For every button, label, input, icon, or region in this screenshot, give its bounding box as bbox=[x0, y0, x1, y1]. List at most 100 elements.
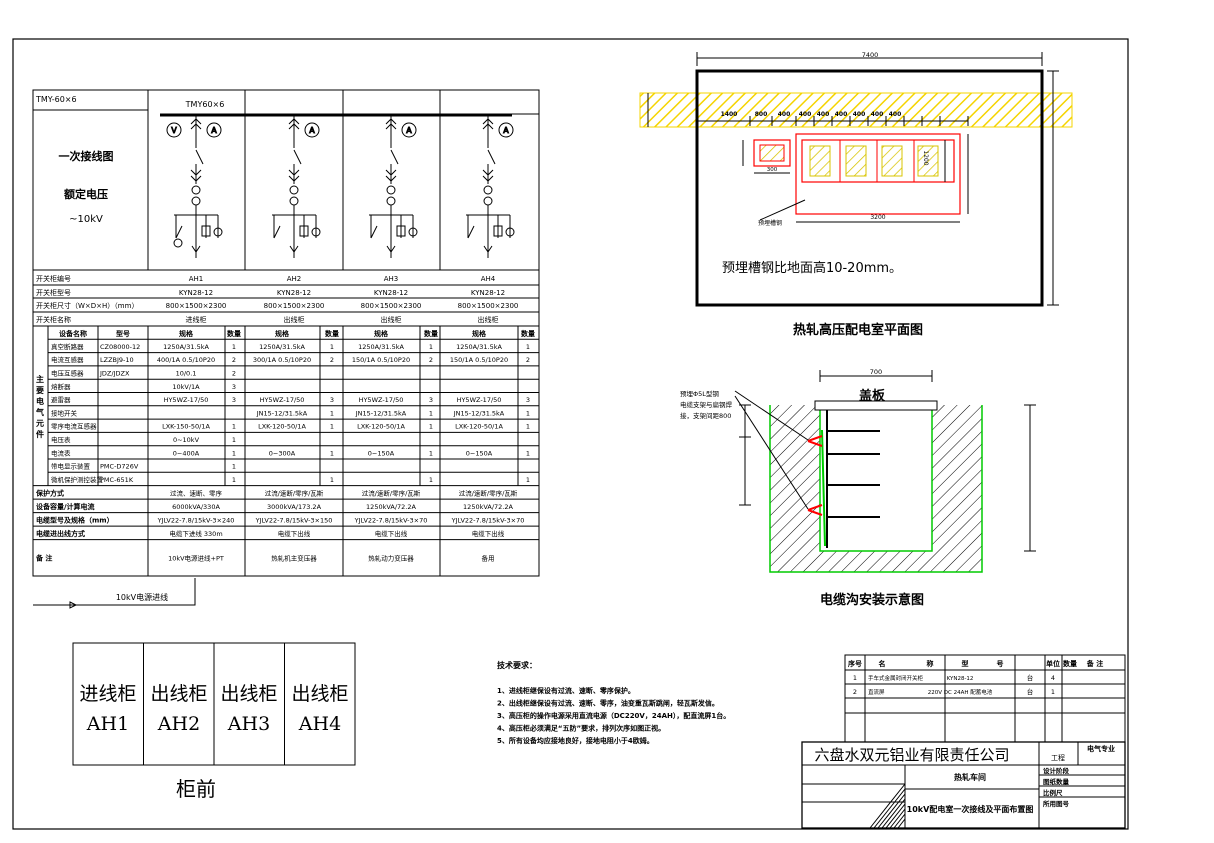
component-spec: JN15-12/31.5kA bbox=[256, 409, 308, 417]
cabinet-size: 800×1500×2300 bbox=[264, 302, 325, 310]
title-field: 设计阶段 bbox=[1043, 766, 1070, 775]
pt-symbol bbox=[173, 238, 183, 248]
ct-symbol bbox=[483, 196, 493, 206]
component-spec: 150/1A 0.5/10P20 bbox=[450, 356, 508, 364]
bom-header: 型 bbox=[962, 659, 969, 668]
cable-head bbox=[289, 245, 299, 253]
component-qty: 1 bbox=[526, 409, 530, 417]
bom-header: 名 bbox=[879, 659, 886, 668]
bom-cell: KYN28-12 bbox=[947, 676, 974, 682]
cable-head bbox=[191, 245, 201, 253]
component-qty: 2 bbox=[232, 369, 236, 377]
bottom-row-value: 10kV电源进线+PT bbox=[168, 554, 224, 563]
tech-item: 2、出线柜继保设有过流、速断、零序，油变重瓦斯跳闸，轻瓦斯发信。 bbox=[497, 699, 719, 708]
title-field: 所用图号 bbox=[1043, 799, 1070, 808]
ct-symbol bbox=[191, 185, 201, 195]
plug-symbol bbox=[190, 118, 202, 130]
component-spec: HY5WZ-17/50 bbox=[260, 396, 305, 404]
side-label-char: 元 bbox=[36, 419, 44, 428]
tech-item: 1、进线柜继保设有过流、速断、零序保护。 bbox=[497, 686, 635, 695]
cabinet-symbol-2: A bbox=[272, 115, 321, 258]
cabinet-name: 进线柜 bbox=[186, 315, 207, 324]
rated-voltage-value: ~10kV bbox=[69, 214, 103, 225]
component-spec: LXK-120-50/1A bbox=[357, 423, 405, 431]
comp-header: 数量 bbox=[521, 329, 535, 338]
project-label: 工程 bbox=[1051, 753, 1065, 762]
component-name: 避雷器 bbox=[51, 395, 71, 404]
bom-header: 序号 bbox=[847, 659, 862, 668]
cabinet-model: KYN28-12 bbox=[277, 289, 311, 297]
comp-header: 规格 bbox=[179, 329, 194, 338]
front-cabinet-name: 进线柜 bbox=[79, 683, 136, 705]
comp-header: 规格 bbox=[275, 329, 290, 338]
trench-note: 接，支架间距800 bbox=[680, 411, 731, 420]
arrester-symbol bbox=[201, 225, 211, 237]
breaker-blade bbox=[195, 149, 204, 165]
cabinet-model: KYN28-12 bbox=[471, 289, 505, 297]
row-label: 开关柜编号 bbox=[36, 274, 71, 283]
plan-dim: 1400 bbox=[721, 111, 738, 118]
component-spec: JN15-12/31.5kA bbox=[355, 409, 407, 417]
cabinet-model: KYN28-12 bbox=[374, 289, 408, 297]
bottom-row-value: YJLV22-7.8/15kV-3×70 bbox=[451, 516, 525, 524]
cabinet-symbol-3: A bbox=[369, 115, 418, 258]
component-qty: 2 bbox=[330, 356, 334, 364]
plan-dim: 1200 bbox=[922, 150, 929, 165]
cabinet-front-view bbox=[72, 642, 356, 766]
side-label-char: 要 bbox=[36, 386, 44, 395]
busbar-label: TMY-60×6 bbox=[35, 95, 77, 104]
plan-room-outline bbox=[695, 69, 1044, 307]
indicator-symbol bbox=[505, 227, 515, 237]
row-label: 开关柜尺寸（W×D×H）（mm） bbox=[36, 301, 138, 310]
side-label-char: 电 bbox=[36, 396, 44, 406]
component-qty: 1 bbox=[232, 423, 236, 431]
cabinet-id: AH3 bbox=[384, 275, 399, 283]
component-qty: 2 bbox=[232, 356, 236, 364]
tech-item: 3、高压柜的操作电源采用直流电源（DC220V，24AH），配直流屏1台。 bbox=[497, 711, 730, 720]
cable-head bbox=[386, 245, 396, 253]
component-spec: LXK-120-50/1A bbox=[455, 423, 503, 431]
comp-header: 设备名称 bbox=[59, 329, 87, 338]
component-qty: 3 bbox=[232, 396, 236, 404]
comp-header: 型号 bbox=[116, 329, 130, 338]
bottom-row-value: 3000kVA/173.2A bbox=[267, 503, 322, 511]
cabinet-symbol-1: AV bbox=[166, 115, 223, 258]
breaker-blade bbox=[293, 149, 302, 165]
ammeter-letter: A bbox=[503, 126, 509, 135]
plan-caption: 热轧高压配电室平面图 bbox=[793, 322, 923, 338]
front-cabinet-id: AH2 bbox=[157, 713, 200, 735]
component-name: 真空断路器 bbox=[51, 342, 84, 351]
tech-item: 5、所有设备均应接地良好，接地电阻小于4欧姆。 bbox=[497, 736, 654, 745]
component-spec: 400/1A 0.5/10P20 bbox=[157, 356, 215, 364]
component-qty: 1 bbox=[330, 476, 334, 484]
incoming-line bbox=[33, 578, 196, 609]
bottom-row-value: 过流、速断、零序 bbox=[170, 488, 223, 497]
trench-note: 电缆支架与扁钢焊 bbox=[680, 400, 733, 409]
bottom-row-label: 电缆进出线方式 bbox=[36, 529, 85, 538]
breaker-blade bbox=[390, 149, 399, 165]
cabinet-size: 800×1500×2300 bbox=[166, 302, 227, 310]
bom-cell: 1 bbox=[1051, 688, 1055, 696]
component-qty: 3 bbox=[232, 383, 236, 391]
component-qty: 3 bbox=[429, 396, 433, 404]
title-hatch bbox=[869, 783, 906, 829]
plan-dim: 400 bbox=[889, 111, 902, 118]
row-label: 开关柜名称 bbox=[36, 315, 71, 324]
bottom-row-value: 热轧机主变压器 bbox=[271, 554, 317, 563]
ct-symbol bbox=[386, 185, 396, 195]
component-qty: 2 bbox=[429, 356, 433, 364]
bottom-row-value: 6000kVA/330A bbox=[172, 503, 220, 511]
plan-dim: 800 bbox=[755, 111, 768, 118]
comp-header: 规格 bbox=[472, 329, 487, 338]
ammeter-symbol bbox=[206, 122, 222, 138]
component-qty: 1 bbox=[232, 343, 236, 351]
component-name: 熔断器 bbox=[51, 382, 71, 391]
component-name: 接地开关 bbox=[51, 408, 78, 417]
plan-dim: 300 bbox=[767, 167, 778, 173]
busbar-top-label: TMY60×6 bbox=[185, 100, 225, 109]
component-name: 电流互感器 bbox=[51, 355, 84, 364]
component-spec: 0~150A bbox=[466, 449, 493, 457]
component-spec: 150/1A 0.5/10P20 bbox=[352, 356, 410, 364]
